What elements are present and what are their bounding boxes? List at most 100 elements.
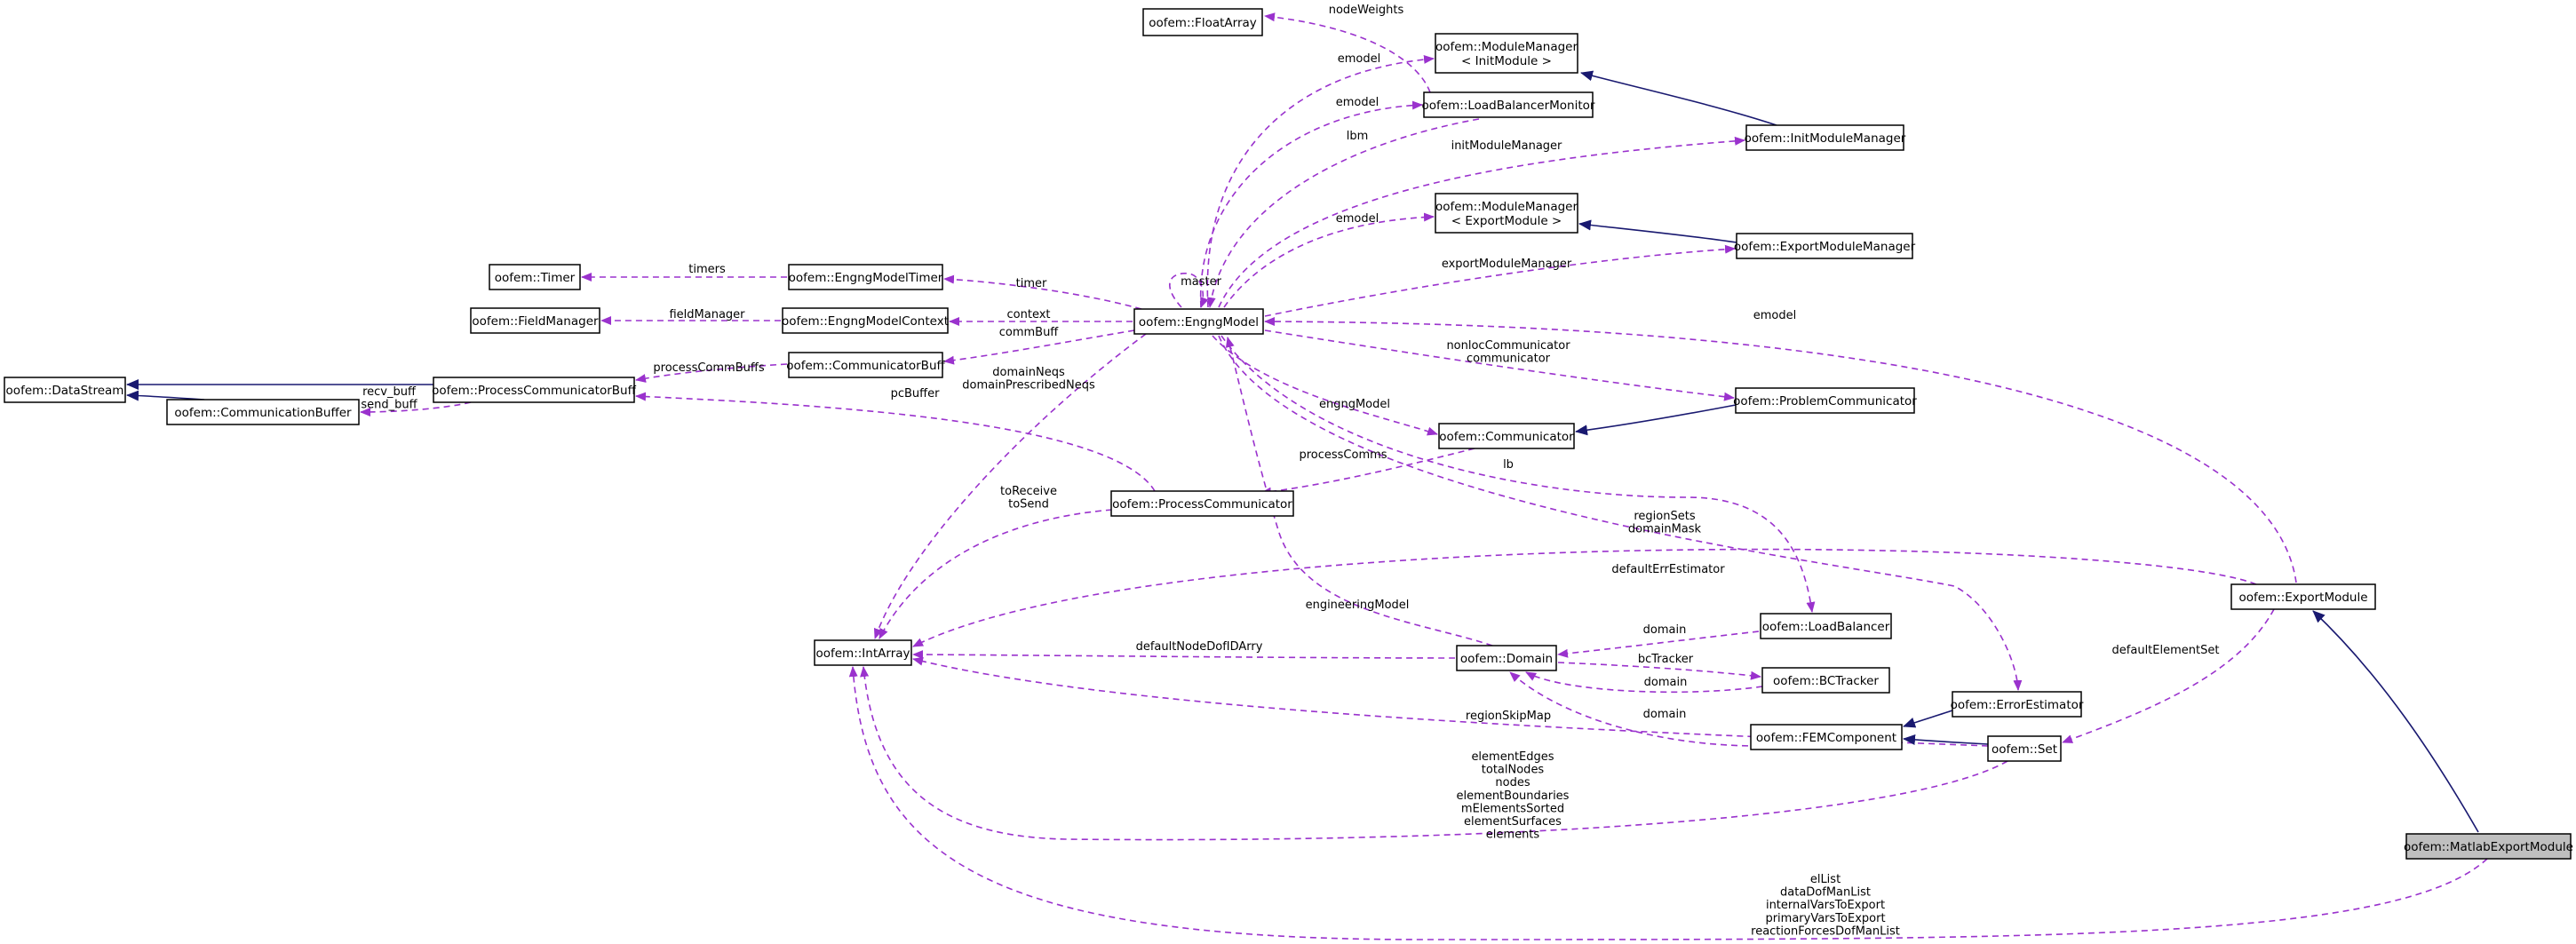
class-box [788, 352, 943, 378]
edge-label-field-manager: fieldManager [669, 308, 745, 321]
class-node-communicator-buff[interactable]: oofem::CommunicatorBuff [786, 352, 945, 378]
class-node-set[interactable]: oofem::Set [1987, 735, 2062, 762]
class-box [1735, 387, 1915, 414]
usage-edge-engng-model-to-export-module-manager [1264, 244, 1736, 317]
class-box [1110, 490, 1294, 517]
class-node-process-communicator-buff[interactable]: oofem::ProcessCommunicatorBuff [432, 377, 637, 403]
class-box [782, 307, 949, 334]
class-node-communication-buffer[interactable]: oofem::CommunicationBuffer [166, 399, 360, 425]
edge-label-lbm: lbm [1347, 130, 1369, 143]
class-box [788, 264, 943, 290]
class-box [1761, 667, 1890, 694]
class-box [1456, 645, 1557, 671]
edge-label-export-module-manager: exportModuleManager [1442, 258, 1572, 271]
class-node-int-array[interactable]: oofem::IntArray [814, 639, 912, 666]
class-node-femcomponent[interactable]: oofem::FEMComponent [1750, 724, 1903, 750]
class-name: oofem::DataStream [6, 384, 124, 398]
usage-edge-engng-model-to-error-estimator [1218, 335, 2023, 691]
class-node-field-manager[interactable]: oofem::FieldManager [470, 307, 600, 334]
edge-label-emodel-export: emodel [1336, 212, 1379, 226]
edge-label-emodel-em: emodel [1753, 309, 1796, 322]
class-node-data-stream[interactable]: oofem::DataStream [4, 377, 126, 403]
class-name: oofem::BCTracker [1773, 674, 1879, 688]
class-node-module-manager-init[interactable]: oofem::ModuleManager< InitModule > [1435, 33, 1578, 74]
class-node-float-array[interactable]: oofem::FloatArray [1142, 8, 1263, 36]
usage-edge-engng-model-to-module-manager-init [1206, 54, 1435, 308]
class-name: oofem::FieldManager [472, 314, 599, 329]
edge-label-domain-lb: domain [1643, 623, 1687, 637]
class-name: < ExportModule > [1451, 214, 1562, 228]
class-box [433, 377, 635, 403]
edge-label-init-module-manager: initModuleManager [1451, 139, 1562, 153]
class-node-timer[interactable]: oofem::Timer [489, 264, 581, 290]
edge-label-context: context [1007, 308, 1051, 321]
class-name: oofem::EngngModel [1139, 315, 1259, 329]
class-node-export-module-manager[interactable]: oofem::ExportModuleManager [1734, 233, 1916, 259]
class-node-engng-model-timer[interactable]: oofem::EngngModelTimer [788, 264, 943, 290]
class-node-error-estimator[interactable]: oofem::ErrorEstimator [1951, 691, 2084, 718]
class-node-module-manager-export[interactable]: oofem::ModuleManager< ExportModule > [1435, 193, 1578, 234]
class-name: oofem::EngngModelContext [782, 314, 949, 329]
class-box [1133, 308, 1264, 335]
usage-edge-domain-to-bctracker [1557, 662, 1761, 680]
usage-edge-export-module-to-int-array [912, 548, 2257, 647]
edge-label-bc-tracker: bcTracker [1638, 653, 1694, 666]
class-name: oofem::ModuleManager [1435, 40, 1578, 54]
class-node-export-module[interactable]: oofem::ExportModule [2230, 583, 2376, 610]
class-box [1435, 193, 1578, 234]
inheritance-edge-set-to-femcomponent [1903, 734, 1989, 745]
class-name: oofem::ErrorEstimator [1951, 698, 2084, 712]
usage-edge-engng-model-to-communicator-buff [943, 329, 1135, 365]
class-box [1987, 735, 2062, 762]
class-node-load-balancer[interactable]: oofem::LoadBalancer [1760, 613, 1892, 639]
class-node-load-balancer-monitor[interactable]: oofem::LoadBalancerMonitor [1422, 91, 1595, 118]
class-name: oofem::CommunicationBuffer [174, 406, 352, 420]
class-name: oofem::Communicator [1439, 430, 1574, 444]
class-box [489, 264, 581, 290]
class-name: oofem::ExportModule [2238, 591, 2367, 605]
class-name: < InitModule > [1461, 54, 1552, 68]
edge-label-process-comms: processComms [1299, 448, 1387, 462]
class-name: oofem::EngngModelTimer [789, 271, 943, 285]
edge-label-process-comm-buffs: processCommBuffs [653, 361, 764, 375]
class-node-process-communicator[interactable]: oofem::ProcessCommunicator [1110, 490, 1294, 517]
class-box [1142, 8, 1263, 36]
usage-edge-engng-model-to-engng-model-timer [943, 274, 1142, 310]
usage-edge-process-communicator-to-process-communicator-buff [635, 392, 1156, 492]
class-box [1745, 124, 1904, 151]
class-node-domain[interactable]: oofem::Domain [1456, 645, 1557, 671]
class-name: oofem::CommunicatorBuff [786, 359, 945, 373]
edge-label-timers: timers [688, 263, 726, 276]
inheritance-edge-init-module-manager-to-module-manager-init [1580, 70, 1777, 126]
usage-edge-femcomponent-to-domain [1509, 671, 1760, 747]
class-node-engng-model[interactable]: oofem::EngngModel [1133, 308, 1264, 335]
class-node-communicator[interactable]: oofem::Communicator [1438, 423, 1575, 449]
class-node-init-module-manager[interactable]: oofem::InitModuleManager [1745, 124, 1906, 151]
edge-label-region-skip-map: regionSkipMap [1466, 710, 1551, 723]
class-node-matlab-export-module[interactable]: oofem::MatlabExportModule [2404, 833, 2573, 860]
class-box [1736, 233, 1913, 259]
class-box [166, 399, 360, 425]
usage-edge-domain-to-engng-model [1225, 337, 1493, 647]
edge-label-default-element-set: defaultElementSet [2112, 644, 2220, 657]
class-name: oofem::ProblemCommunicator [1733, 394, 1917, 409]
usage-edge-load-balancer-monitor-to-float-array [1264, 12, 1431, 93]
usage-edge-process-communicator-to-int-array [879, 509, 1113, 639]
usage-edge-engng-model-to-load-balancer-monitor [1199, 100, 1423, 308]
usage-edge-engng-model-to-init-module-manager [1218, 136, 1745, 308]
class-node-engng-model-context[interactable]: oofem::EngngModelContext [782, 307, 949, 334]
edge-label-emodel-lbm: emodel [1336, 96, 1379, 109]
class-box [1750, 724, 1903, 750]
class-node-bctracker[interactable]: oofem::BCTracker [1761, 667, 1890, 694]
usage-edge-communicator-to-process-communicator [1260, 448, 1475, 496]
class-name: oofem::LoadBalancer [1762, 620, 1890, 634]
class-node-problem-communicator[interactable]: oofem::ProblemCommunicator [1733, 387, 1917, 414]
class-name: oofem::InitModuleManager [1745, 131, 1906, 146]
class-box [814, 639, 912, 666]
edge-label-emodel-init: emodel [1338, 52, 1380, 66]
